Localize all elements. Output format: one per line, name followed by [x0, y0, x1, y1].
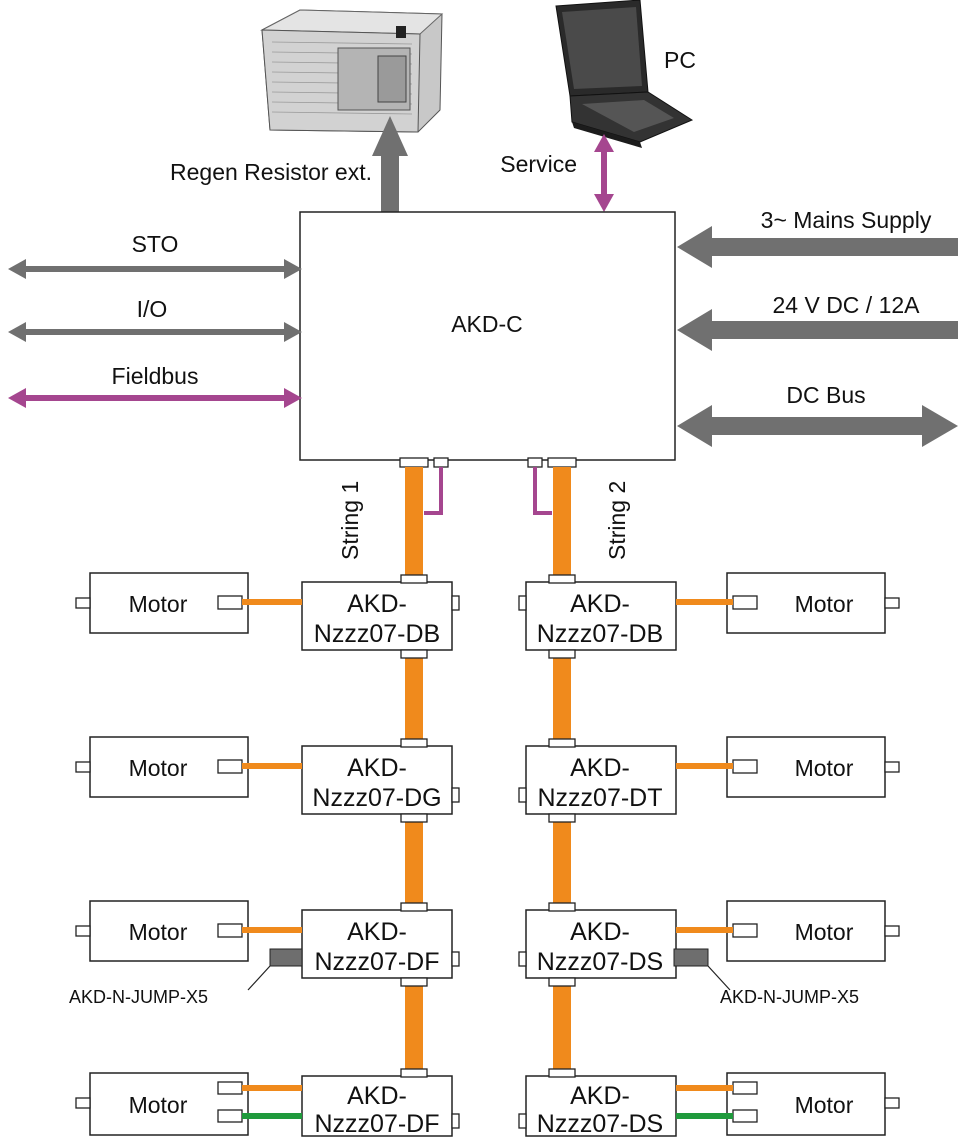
string1-label: String 1	[337, 481, 363, 560]
left-node-2-line1: AKD-	[347, 754, 407, 782]
right-node-4-line1: AKD-	[570, 1082, 630, 1110]
string1-connector	[400, 458, 428, 467]
service-label: Service	[500, 151, 577, 177]
right-motor-4-label: Motor	[795, 1092, 854, 1118]
right-motor-2-label: Motor	[795, 755, 854, 781]
left-node-4-line1: AKD-	[347, 1082, 407, 1110]
left-motor-4: Motor	[76, 1073, 248, 1135]
right-node-2-line1: AKD-	[570, 754, 630, 782]
dc-bus-label: DC Bus	[786, 382, 865, 408]
left-node-1: AKD- Nzzz07-DB	[302, 575, 459, 658]
left-node-3-line1: AKD-	[347, 918, 407, 946]
right-motor-1-cable	[676, 599, 733, 605]
string2-connector	[548, 458, 576, 467]
service-arrow	[594, 134, 614, 212]
right-jumper-plug	[674, 949, 708, 966]
sto-label: STO	[132, 231, 179, 257]
left-jumper-leader	[248, 966, 270, 990]
right-chain-cable-1	[553, 655, 571, 742]
left-node-2-line2: Nzzz07-DG	[312, 784, 441, 812]
fieldbus-label: Fieldbus	[112, 363, 199, 389]
io-label: I/O	[137, 296, 168, 322]
io-arrow	[8, 322, 302, 342]
left-motor-2-cable	[242, 763, 302, 769]
right-node-3-line2: Nzzz07-DS	[537, 948, 663, 976]
string1-aux-connector	[434, 458, 448, 467]
string1-aux-line	[424, 467, 441, 513]
string2-cable	[553, 467, 571, 577]
left-motor-2-label: Motor	[129, 755, 188, 781]
akd-c-label: AKD-C	[451, 311, 523, 337]
left-motor-1-label: Motor	[129, 591, 188, 617]
left-node-1-line2: Nzzz07-DB	[314, 620, 440, 648]
right-motor-2: Motor	[727, 737, 899, 797]
sto-arrow	[8, 259, 302, 279]
string2-aux-connector	[528, 458, 542, 467]
left-chain-cable-1	[405, 655, 423, 742]
right-motor-4: Motor	[727, 1073, 899, 1135]
left-motor-2: Motor	[76, 737, 248, 797]
dc24-label: 24 V DC / 12A	[772, 292, 920, 318]
left-jumper-label: AKD-N-JUMP-X5	[69, 987, 208, 1007]
right-motor-3-cable	[676, 927, 733, 933]
right-node-2: AKD- Nzzz07-DT	[519, 739, 676, 822]
string2-label: String 2	[604, 481, 630, 560]
regen-resistor-label: Regen Resistor ext.	[170, 159, 372, 185]
laptop-image	[556, 0, 692, 148]
left-node-3: AKD- Nzzz07-DF	[302, 903, 459, 986]
regen-resistor-image	[262, 10, 442, 132]
left-motor-1: Motor	[76, 573, 248, 633]
left-chain-cable-2	[405, 819, 423, 905]
left-node-4-line2: Nzzz07-DF	[314, 1110, 439, 1138]
right-node-3-line1: AKD-	[570, 918, 630, 946]
mains-label: 3~ Mains Supply	[761, 207, 932, 233]
right-node-2-line2: Nzzz07-DT	[537, 784, 662, 812]
right-chain-cable-3	[553, 983, 571, 1071]
right-node-1-line2: Nzzz07-DB	[537, 620, 663, 648]
right-motor-3: Motor	[727, 901, 899, 961]
left-chain-cable-3	[405, 983, 423, 1071]
string2-aux-line	[535, 467, 552, 513]
left-node-4: AKD- Nzzz07-DF	[302, 1069, 459, 1138]
right-motor-4-feedback-cable	[676, 1113, 733, 1119]
left-motor-4-label: Motor	[129, 1092, 188, 1118]
left-jumper-plug	[270, 949, 302, 966]
right-node-1: AKD- Nzzz07-DB	[519, 575, 676, 658]
left-motor-4-cable	[242, 1085, 302, 1091]
left-motor-3-cable	[242, 927, 302, 933]
right-node-1-line1: AKD-	[570, 590, 630, 618]
left-node-3-line2: Nzzz07-DF	[314, 948, 439, 976]
dc-bus-arrow	[677, 405, 958, 447]
right-motor-4-cable	[676, 1085, 733, 1091]
fieldbus-arrow	[8, 388, 302, 408]
left-motor-4-feedback-cable	[242, 1113, 302, 1119]
right-motor-1: Motor	[727, 573, 899, 633]
right-node-4-line2: Nzzz07-DS	[537, 1110, 663, 1138]
left-motor-3-label: Motor	[129, 919, 188, 945]
right-node-3: AKD- Nzzz07-DS	[519, 903, 676, 986]
string1-cable	[405, 467, 423, 577]
right-motor-2-cable	[676, 763, 733, 769]
left-motor-1-cable	[242, 599, 302, 605]
right-motor-1-label: Motor	[795, 591, 854, 617]
right-chain-cable-2	[553, 819, 571, 905]
left-motor-3: Motor	[76, 901, 248, 961]
right-motor-3-label: Motor	[795, 919, 854, 945]
right-node-4: AKD- Nzzz07-DS	[519, 1069, 676, 1138]
left-node-2: AKD- Nzzz07-DG	[302, 739, 459, 822]
right-jumper-label: AKD-N-JUMP-X5	[720, 987, 859, 1007]
left-node-1-line1: AKD-	[347, 590, 407, 618]
pc-label: PC	[664, 47, 696, 73]
